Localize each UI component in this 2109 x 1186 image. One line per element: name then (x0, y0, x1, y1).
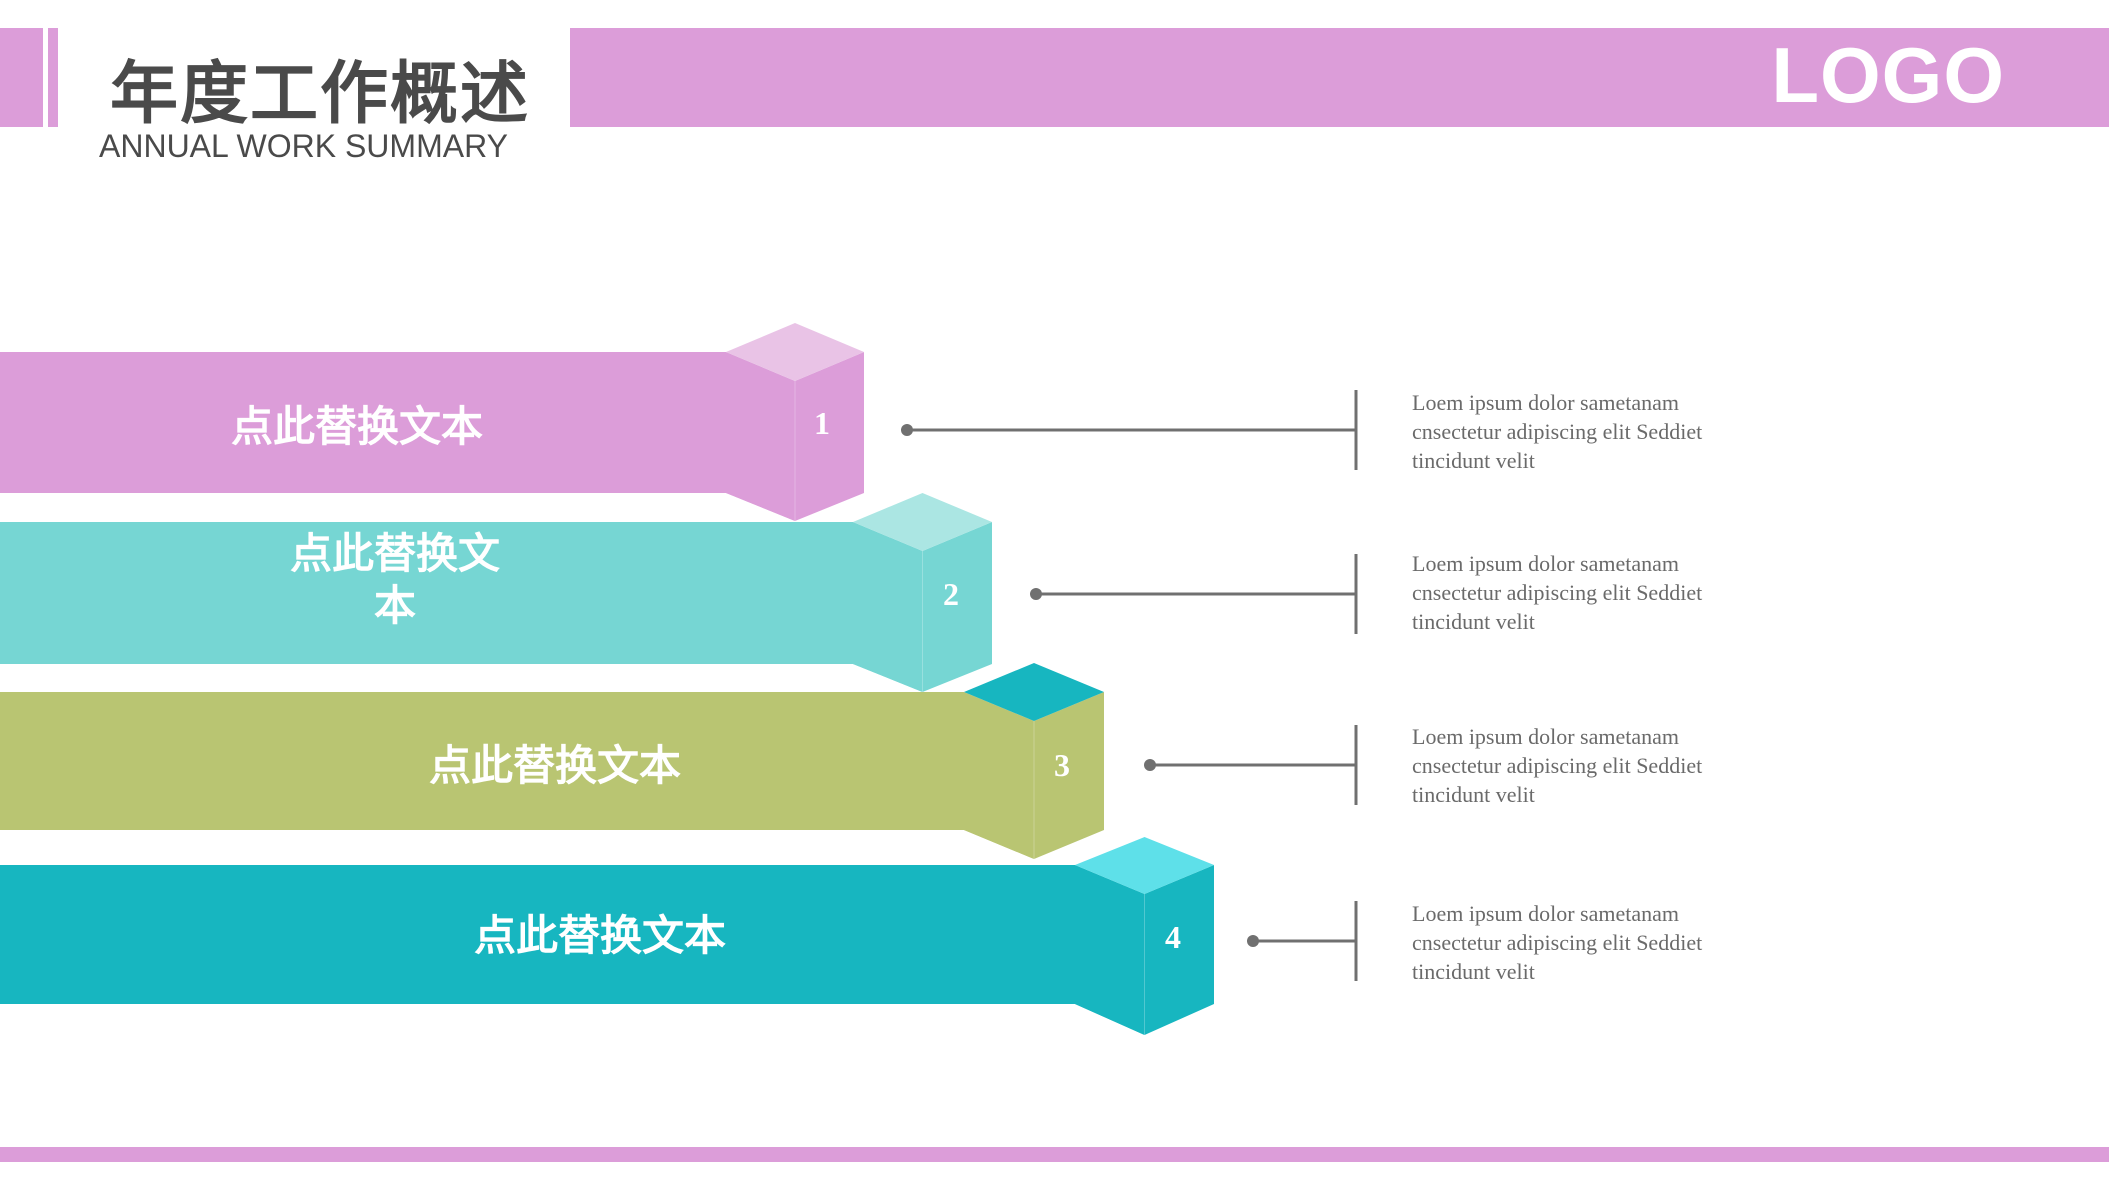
step-cube-side (922, 522, 992, 692)
step-label: 点此替换文本 (429, 741, 681, 790)
logo: LOGO (1771, 31, 2005, 119)
step-label: 点此替换文本 (474, 911, 726, 960)
step-cube-top (964, 663, 1104, 721)
step-bar-front (0, 352, 795, 521)
step-cube-left (726, 352, 795, 521)
step-cube-top (1075, 837, 1214, 894)
step-bar-front (0, 522, 923, 692)
step-1: 1 点此替换文本 (0, 323, 1358, 521)
step-number: 1 (814, 405, 830, 441)
step-3: 3 点此替换文本 (0, 663, 1358, 859)
step-cube-side (1144, 865, 1214, 1035)
step-cube-side (795, 352, 864, 521)
step-number: 3 (1054, 747, 1070, 783)
header-band (570, 28, 2109, 127)
step-description: Loem ipsum dolor sametanam cnsectetur ad… (1412, 390, 1703, 473)
step-label: 点此替换文本 (231, 402, 483, 451)
step-label: 点此替换文本 (290, 529, 500, 630)
step-cube-left (1075, 865, 1145, 1035)
header-accent-bar (0, 28, 43, 127)
step-cube-top (726, 323, 864, 381)
page-title: 年度工作概述 (110, 55, 531, 134)
step-description: Loem ipsum dolor sametanam cnsectetur ad… (1412, 551, 1703, 634)
step-4: 4 点此替换文本 (0, 837, 1358, 1035)
header-accent-thin-bar (48, 28, 58, 127)
step-description: Loem ipsum dolor sametanam cnsectetur ad… (1412, 901, 1703, 984)
step-cube-top (853, 493, 992, 551)
step-bar-front (0, 865, 1145, 1035)
step-2: 2 点此替换文本 (0, 493, 1358, 692)
step-number: 2 (943, 576, 959, 612)
step-bar-front (0, 692, 1034, 859)
footer-line (0, 1147, 2109, 1162)
page-subtitle: ANNUAL WORK SUMMARY (99, 128, 508, 164)
step-cube-left (853, 522, 923, 692)
step-number: 4 (1165, 919, 1181, 955)
step-cube-left (964, 692, 1034, 859)
step-description: Loem ipsum dolor sametanam cnsectetur ad… (1412, 724, 1703, 807)
step-cube-side (1034, 692, 1104, 859)
